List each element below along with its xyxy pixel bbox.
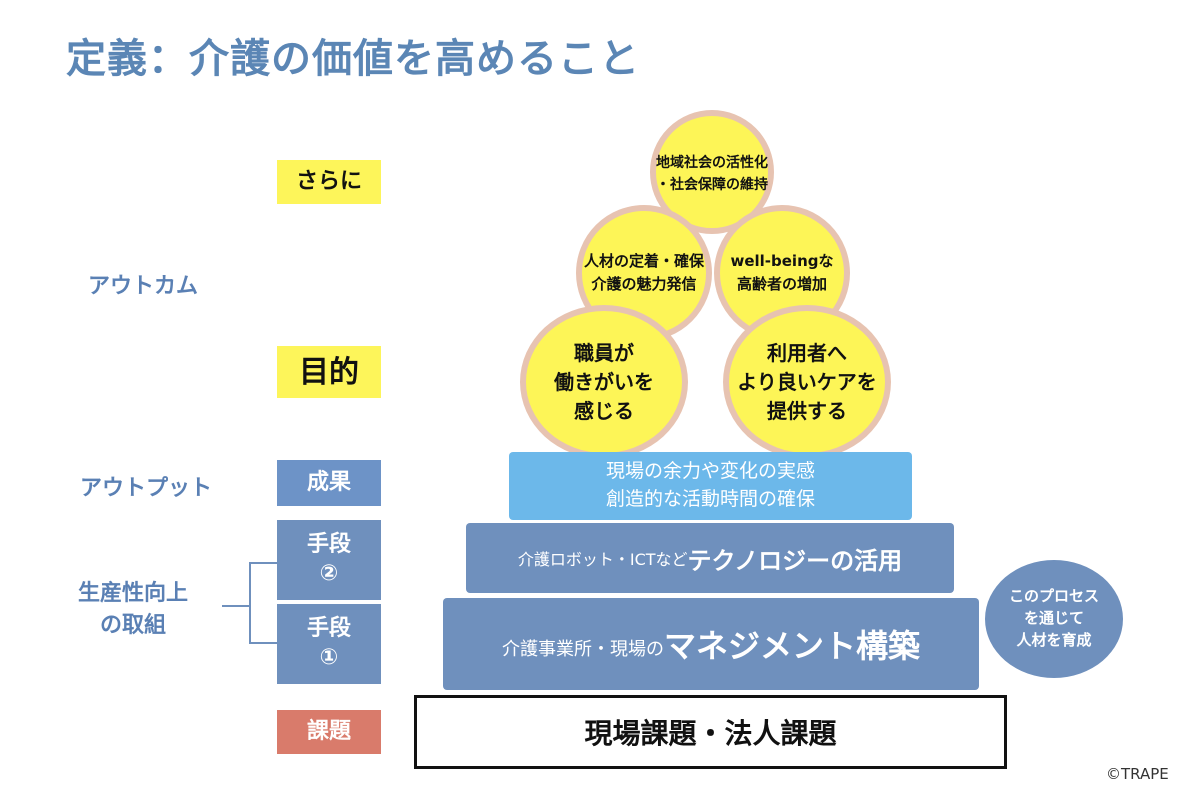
- tag-seika: 成果: [277, 460, 381, 506]
- tag-kadai: 課題: [277, 710, 381, 754]
- circle-care-line3: 提供する: [767, 398, 847, 423]
- tag-shudan-1-line1: 手段: [306, 616, 351, 642]
- productivity-label-line2: の取組: [100, 612, 167, 638]
- bracket-stem: [222, 605, 250, 607]
- bar-management-prefix: 介護事業所・現場の: [501, 639, 664, 660]
- productivity-label-line1: 生産性向上: [78, 581, 189, 606]
- tag-shudan-1: 手段 ①: [277, 604, 381, 684]
- process-circle: このプロセス を通じて 人材を育成: [985, 560, 1123, 678]
- process-circle-line3: 人材を育成: [1016, 630, 1092, 649]
- bracket-bottom-arm: [249, 642, 277, 644]
- outcome-label: アウトカム: [88, 274, 199, 299]
- copyright: ©TRAPE: [1106, 765, 1169, 783]
- process-circle-line1: このプロセス: [1008, 587, 1099, 606]
- process-circle-line2: を通じて: [1023, 609, 1084, 628]
- circle-staff-motivation: 職員が 働きがいを 感じる: [520, 305, 688, 459]
- circle-care-line1: 利用者へ: [767, 340, 847, 365]
- tag-sarani: さらに: [277, 160, 381, 204]
- productivity-label: 生産性向上 の取組: [78, 578, 188, 642]
- circle-better-care: 利用者へ より良いケアを 提供する: [723, 305, 891, 459]
- bar-technology-prefix: 介護ロボット・ICTなど: [517, 550, 688, 569]
- bar-management-main: マネジメント構築: [663, 627, 920, 665]
- bar-seika: 現場の余力や変化の実感 創造的な活動時間の確保: [509, 452, 912, 520]
- bar-management: 介護事業所・現場の マネジメント構築: [443, 598, 979, 690]
- circle-wellbeing-line2: 高齢者の増加: [736, 275, 827, 293]
- bar-kadai: 現場課題・法人課題: [414, 695, 1007, 769]
- page-title: 定義：介護の価値を高めること: [66, 36, 640, 82]
- circle-care-line2: より良いケアを: [737, 369, 877, 394]
- circle-retention-line2: 介護の魅力発信: [591, 275, 697, 293]
- bar-technology: 介護ロボット・ICTなど テクノロジーの活用: [466, 523, 954, 593]
- bracket-top-arm: [249, 562, 277, 564]
- bracket-vertical: [249, 562, 251, 644]
- output-label: アウトプット: [80, 476, 213, 501]
- bar-technology-main: テクノロジーの活用: [687, 546, 903, 575]
- tag-shudan-2-line1: 手段: [306, 532, 351, 558]
- circle-wellbeing-line1: well-beingな: [730, 251, 834, 270]
- tag-mokuteki: 目的: [277, 346, 381, 398]
- circle-retention-line1: 人材の定着・確保: [583, 251, 704, 270]
- circle-staff-line2: 働きがいを: [554, 369, 654, 394]
- circle-community-line1: 地域社会の活性化: [656, 154, 768, 171]
- bar-seika-line2: 創造的な活動時間の確保: [605, 488, 815, 510]
- bar-seika-line1: 現場の余力や変化の実感: [605, 460, 815, 483]
- tag-shudan-1-line2: ①: [319, 645, 339, 670]
- tag-shudan-2-line2: ②: [319, 561, 339, 586]
- circle-staff-line3: 感じる: [574, 398, 634, 423]
- circle-community-line2: ・社会保障の維持: [656, 177, 768, 193]
- tag-shudan-2: 手段 ②: [277, 520, 381, 600]
- circle-staff-line1: 職員が: [574, 340, 634, 365]
